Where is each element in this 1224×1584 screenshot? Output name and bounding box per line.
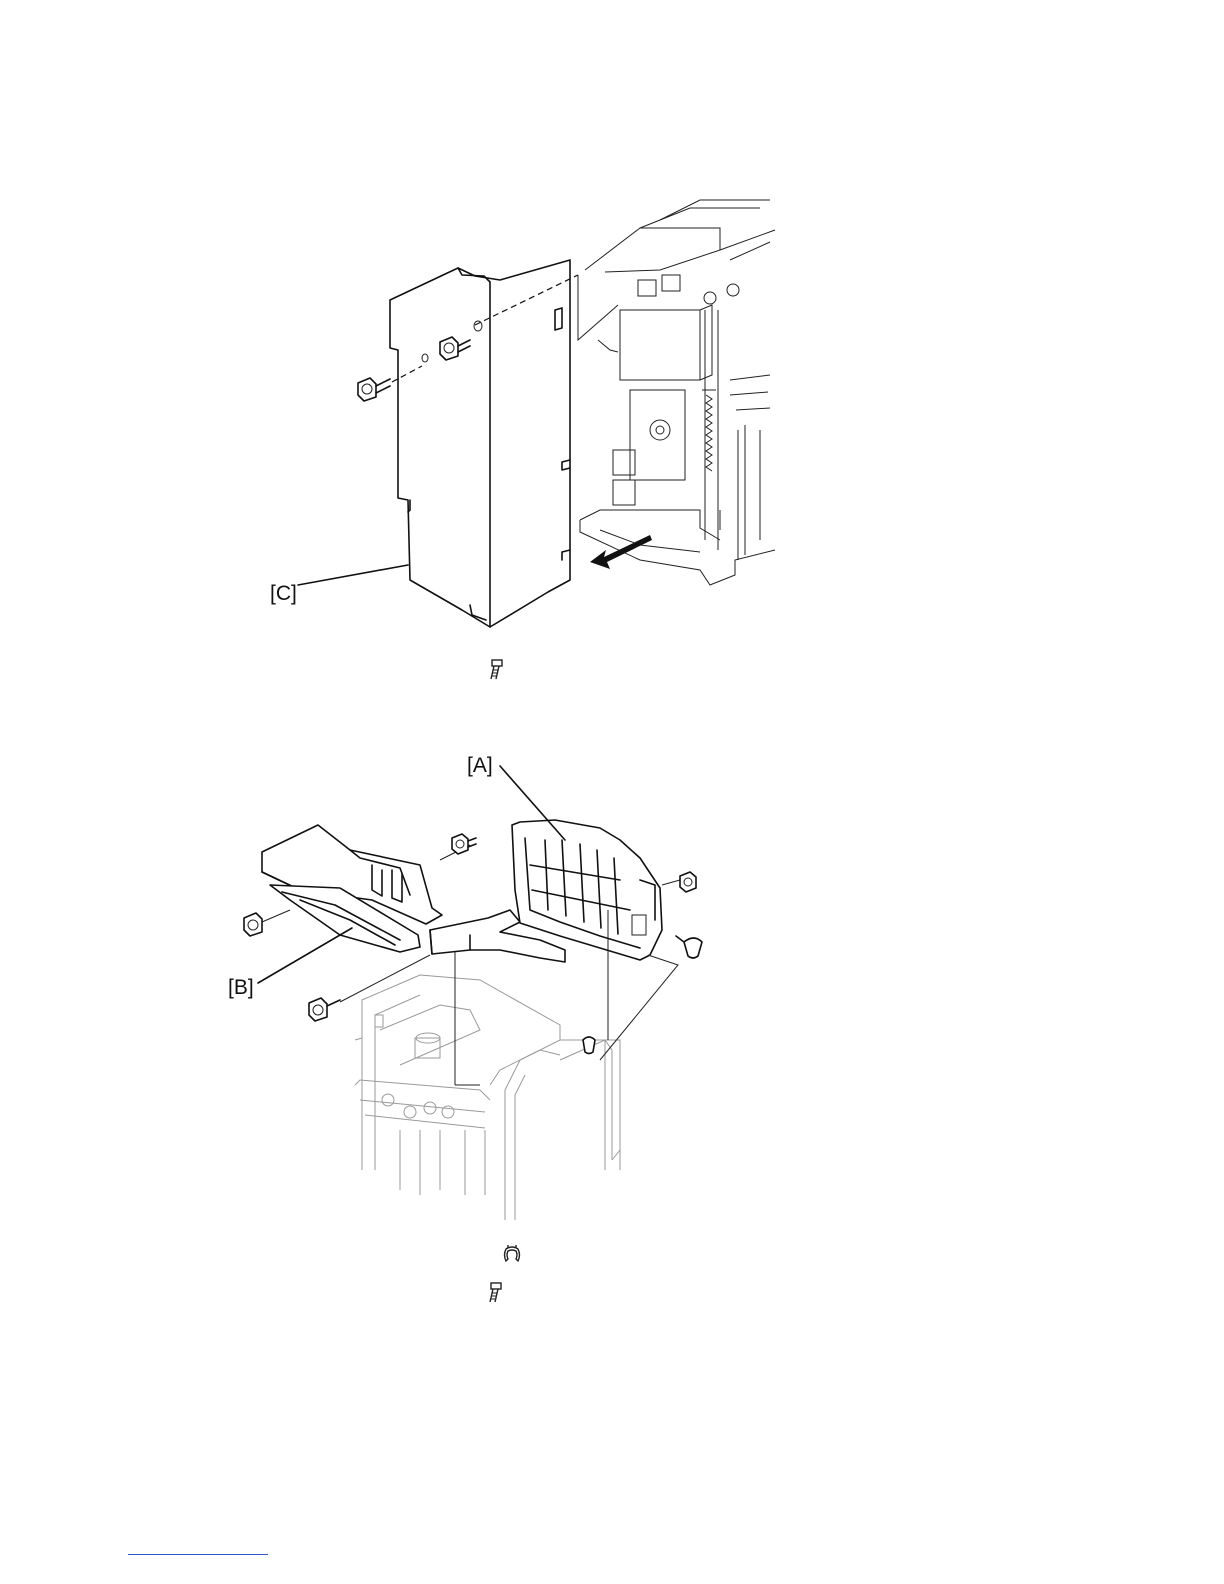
clip-right [676,936,702,958]
screw-lower [358,378,390,401]
rear-cover-diagram [0,180,1224,660]
screw-icon [483,658,507,682]
callout-a: [A] [467,755,493,776]
callout-b: [B] [228,977,254,998]
machine-frame-drawing [580,200,775,585]
clip-frame [583,1037,595,1054]
top-cover-b-part [262,825,442,952]
top-cover-diagram [0,740,1224,1230]
rear-cover-part [390,260,570,627]
screw-icon [482,1281,506,1305]
footer-link-underline[interactable] [128,1554,268,1555]
figure-top-cover-removal: [A] [B] [0,740,1224,1230]
machine-frame-drawing [355,975,620,1220]
figure-rear-cover-removal: [C] [0,180,1224,660]
screw-right [680,872,696,892]
removal-arrow [590,535,652,569]
snap-ring-icon [500,1243,524,1267]
screw-top [452,834,476,854]
center-bracket-part [430,910,565,1085]
screw-left [244,913,262,936]
screw-bottom-left [309,998,340,1021]
callout-c: [C] [270,583,297,604]
